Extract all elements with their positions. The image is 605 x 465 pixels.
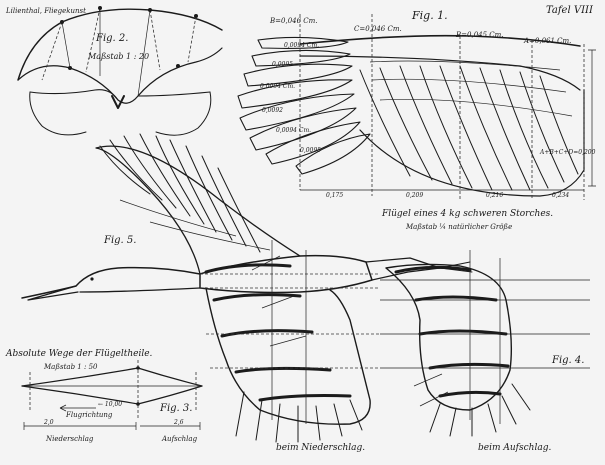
fig4-label: Fig. 4.	[552, 355, 585, 366]
fig5-label: Fig. 5.	[104, 235, 137, 246]
fig5-caption: beim Niederschlag.	[276, 443, 366, 453]
fig1-feather-value: 0,0092	[262, 107, 283, 114]
fig1-marker-b1: B=0,046 Cm.	[270, 17, 318, 25]
fig1-dim-value: 0,175	[326, 192, 344, 199]
fig2-scale: Maßstab 1 : 20	[88, 52, 150, 61]
fig1-marker-a: A=0,061 Cm.	[524, 37, 572, 45]
guide-lines	[200, 273, 380, 369]
fig3-niederschlag: Niederschlag	[46, 435, 94, 443]
fig1-feather-value: 0,0094 Cm.	[284, 42, 320, 49]
fig4-wing-drawing	[380, 250, 590, 437]
fig1-label: Fig. 1.	[412, 9, 448, 22]
fig3-title: Absolute Wege der Flügeltheile.	[6, 349, 153, 359]
fig3-speed: ← 10,00	[98, 401, 123, 408]
fig3-dim-right: 2,6	[174, 419, 184, 426]
fig3-label: Fig. 3.	[160, 403, 193, 414]
plate-header-left: Lilienthal, Fliegekunst	[6, 7, 86, 15]
fig1-feather-value: 0,0095	[272, 61, 293, 68]
fig1-feather-value: 0,0095	[300, 147, 321, 154]
fig2-label: Fig. 2.	[96, 33, 129, 44]
fig1-marker-c: C=0,046 Cm.	[354, 25, 402, 33]
fig1-dim-value: 0,216	[486, 192, 504, 199]
fig3-dim-left: 2,0	[44, 419, 54, 426]
fig1-caption: Flügel eines 4 kg schweren Storches.	[382, 209, 554, 219]
fig1-scale: Maßstab ¼ natürlicher Größe	[406, 223, 513, 231]
fig1-feather-value: 0,0094 Cm.	[260, 83, 296, 90]
fig1-marker-b2: B=0,045 Cm.	[456, 31, 504, 39]
fig3-flugrichtung: Flugrichtung	[66, 411, 113, 419]
fig5-stork-drawing	[21, 133, 473, 443]
fig3-scale: Maßstab 1 : 50	[44, 363, 98, 371]
fig3-path-drawing	[21, 360, 203, 430]
fig1-dim-value: 0,234	[552, 192, 570, 199]
fig2-drawing	[17, 6, 223, 136]
fig1-wing-drawing	[237, 14, 596, 200]
plate-number: Tafel VIII	[546, 5, 593, 16]
fig3-aufschlag: Aufschlag	[162, 435, 198, 443]
fig1-feather-value: 0,0094 Cm.	[276, 127, 312, 134]
fig1-side-label: A+B+C+D=0,200	[540, 149, 596, 156]
fig1-dim-value: 0,209	[406, 192, 424, 199]
fig4-caption: beim Aufschlag.	[478, 443, 552, 453]
